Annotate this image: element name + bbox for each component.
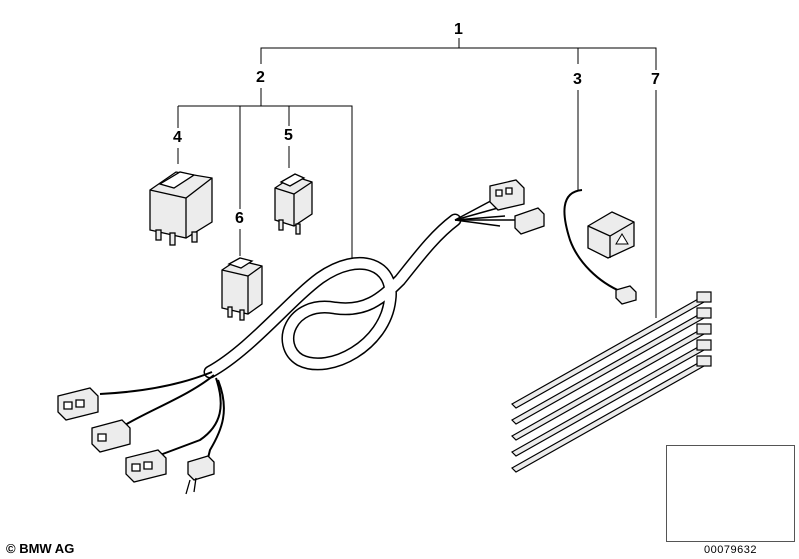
callout-4: 4 — [173, 129, 182, 146]
callout-7: 7 — [651, 71, 660, 88]
leader-main-bar — [260, 38, 657, 70]
document-number: 00079632 — [704, 544, 757, 556]
callout-6: 6 — [235, 210, 244, 227]
relay-part-4 — [149, 171, 213, 246]
copyright-notice: © BMW AG — [6, 541, 75, 556]
wiring-harness-part-2 — [99, 195, 520, 471]
cable-ties-part-7 — [511, 291, 712, 473]
connector-top-6pin — [489, 179, 525, 211]
connector-top-2pin — [514, 207, 545, 235]
callout-5: 5 — [284, 127, 293, 144]
vehicle-thumbnail-frame — [666, 445, 795, 542]
connector-left-2 — [91, 419, 131, 453]
switch-part-3 — [563, 189, 637, 305]
callout-2: 2 — [256, 69, 265, 86]
leader-group-2 — [177, 88, 353, 265]
connector-fuse — [187, 455, 215, 481]
callout-3: 3 — [573, 71, 582, 88]
relay-part-6 — [221, 257, 263, 321]
harness-connectors — [57, 179, 545, 495]
callout-1: 1 — [454, 21, 463, 38]
relay-part-5 — [274, 173, 313, 235]
leader-lines — [177, 38, 657, 318]
